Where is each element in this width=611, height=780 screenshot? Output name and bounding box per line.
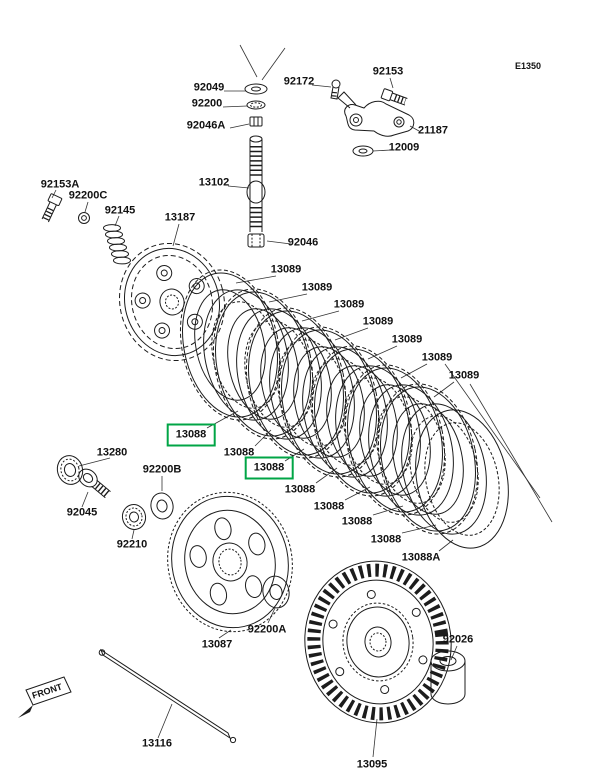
part-13102-adjuster-shaft [246, 135, 266, 232]
part-92049-washer [244, 83, 268, 95]
part-label-92210[interactable]: 92210 [116, 538, 148, 551]
part-label-92145[interactable]: 92145 [104, 204, 136, 217]
part-label-13187[interactable]: 13187 [164, 211, 196, 224]
diagram-code: E1350 [514, 61, 542, 71]
part-label-13116[interactable]: 13116 [142, 737, 172, 750]
part-92200C-washer [78, 212, 90, 224]
part-label-92153[interactable]: 92153 [372, 65, 404, 78]
part-label-13280[interactable]: 13280 [96, 446, 128, 459]
part-13116-pushrod [98, 648, 237, 744]
part-92046-cap [247, 233, 265, 248]
part-label-13088[interactable]: 13088 [370, 533, 402, 546]
part-label-92046A[interactable]: 92046A [186, 119, 226, 132]
part-label-13088[interactable]: 13088 [223, 446, 255, 459]
part-92172-screw [330, 79, 341, 100]
part-label-12009[interactable]: 12009 [388, 141, 420, 154]
part-21187-bracket [337, 91, 415, 137]
part-label-92049[interactable]: 92049 [193, 81, 225, 94]
part-label-13089[interactable]: 13089 [421, 351, 453, 364]
part-label-13089[interactable]: 13089 [362, 315, 394, 328]
part-label-13089[interactable]: 13089 [448, 369, 480, 382]
part-92026-collar [430, 650, 466, 705]
part-92153A-bolt [41, 193, 63, 223]
part-92045-bolt [78, 468, 111, 499]
part-label-13088-highlighted[interactable]: 13088 [244, 456, 294, 480]
part-label-92045[interactable]: 92045 [66, 506, 98, 519]
part-label-92200B[interactable]: 92200B [142, 463, 182, 476]
part-13280-bearing [56, 455, 84, 485]
part-92145-spring [103, 224, 131, 265]
part-13187-pressure-plate [119, 242, 225, 362]
part-92200B-washer [150, 492, 174, 520]
part-label-92172[interactable]: 92172 [283, 75, 315, 88]
part-label-13089[interactable]: 13089 [333, 298, 365, 311]
part-label-21187[interactable]: 21187 [418, 124, 448, 137]
part-92200-washer [246, 100, 266, 110]
part-92046A-nut [249, 116, 263, 127]
part-label-13102[interactable]: 13102 [198, 176, 230, 189]
part-label-13087[interactable]: 13087 [201, 638, 233, 651]
part-92210-locknut [121, 504, 147, 530]
part-92153-bolt [380, 88, 408, 106]
leader-lines [51, 44, 553, 758]
part-label-92046[interactable]: 92046 [287, 236, 319, 249]
part-label-13095[interactable]: 13095 [356, 758, 388, 771]
part-label-13088[interactable]: 13088 [284, 483, 316, 496]
part-label-13089[interactable]: 13089 [301, 281, 333, 294]
part-13095-clutch-basket [304, 560, 452, 724]
part-label-92200C[interactable]: 92200C [68, 189, 108, 202]
part-label-92153A[interactable]: 92153A [40, 178, 80, 191]
part-label-13089[interactable]: 13089 [270, 263, 302, 276]
part-label-13088[interactable]: 13088 [341, 515, 373, 528]
part-label-92200A[interactable]: 92200A [247, 623, 287, 636]
part-label-13089[interactable]: 13089 [391, 333, 423, 346]
part-label-13088-highlighted[interactable]: 13088 [166, 423, 216, 447]
part-12009-plate [352, 145, 374, 157]
part-92200A-washer [262, 575, 290, 609]
part-label-92026[interactable]: 92026 [442, 633, 474, 646]
part-label-92200[interactable]: 92200 [191, 97, 223, 110]
part-label-13088[interactable]: 13088 [313, 500, 345, 513]
part-label-13088A[interactable]: 13088A [401, 551, 441, 564]
